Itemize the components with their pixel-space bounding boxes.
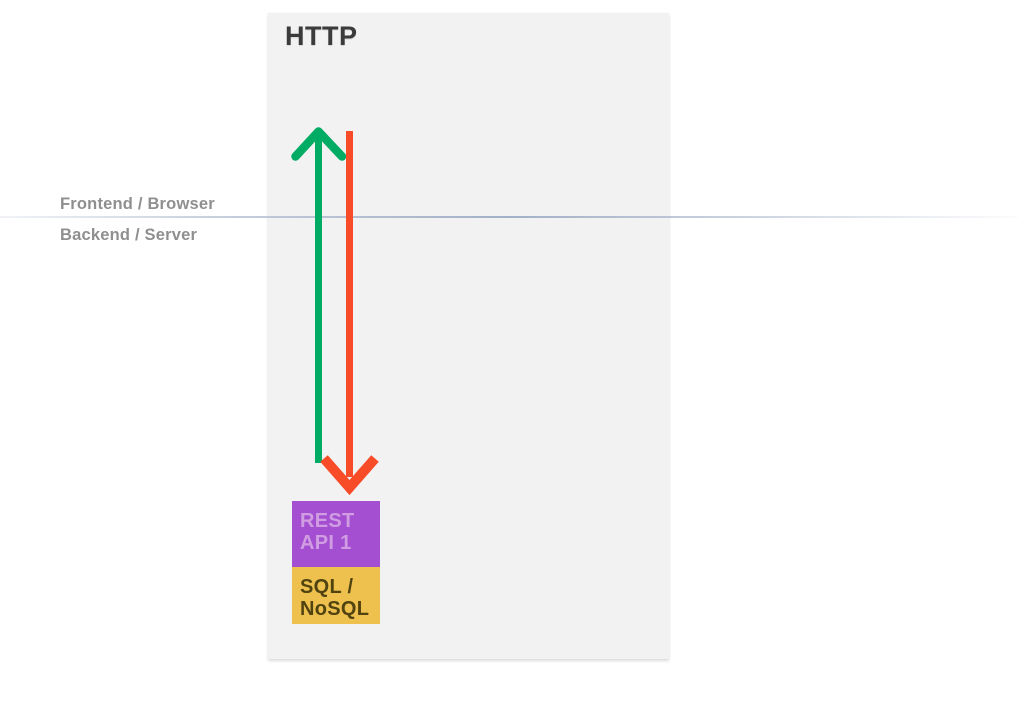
- backend-lane-label: Backend / Server: [60, 226, 198, 244]
- lane-divider-line: [0, 216, 1018, 218]
- rest-api-box-line2: API 1: [300, 532, 352, 554]
- sql-nosql-box-line1: SQL /: [300, 576, 354, 598]
- rest-api-box-line1: REST: [300, 510, 355, 532]
- rest-api-box: REST API 1: [292, 501, 380, 567]
- sql-nosql-box-line2: NoSQL: [300, 598, 370, 620]
- sql-nosql-box: SQL / NoSQL: [292, 567, 380, 624]
- frontend-lane-label: Frontend / Browser: [60, 195, 215, 213]
- panel-title: HTTP: [285, 21, 358, 51]
